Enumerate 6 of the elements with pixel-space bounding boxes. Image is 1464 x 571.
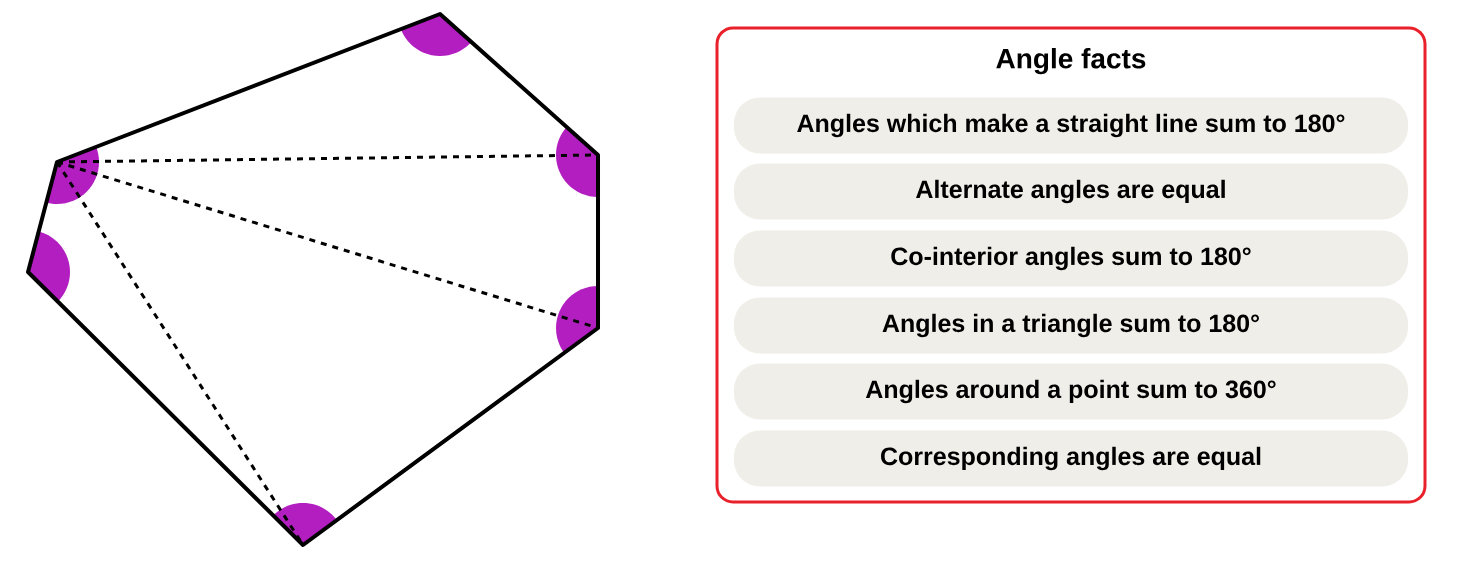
fact-row: Co-interior angles sum to 180° — [734, 230, 1408, 287]
fact-row: Alternate angles are equal — [734, 163, 1408, 220]
fact-row: Corresponding angles are equal — [734, 430, 1408, 487]
fact-row: Angles around a point sum to 360° — [734, 363, 1408, 420]
fact-row: Angles which make a straight line sum to 180° — [734, 97, 1408, 154]
fact-row: Angles in a triangle sum to 180° — [734, 297, 1408, 354]
